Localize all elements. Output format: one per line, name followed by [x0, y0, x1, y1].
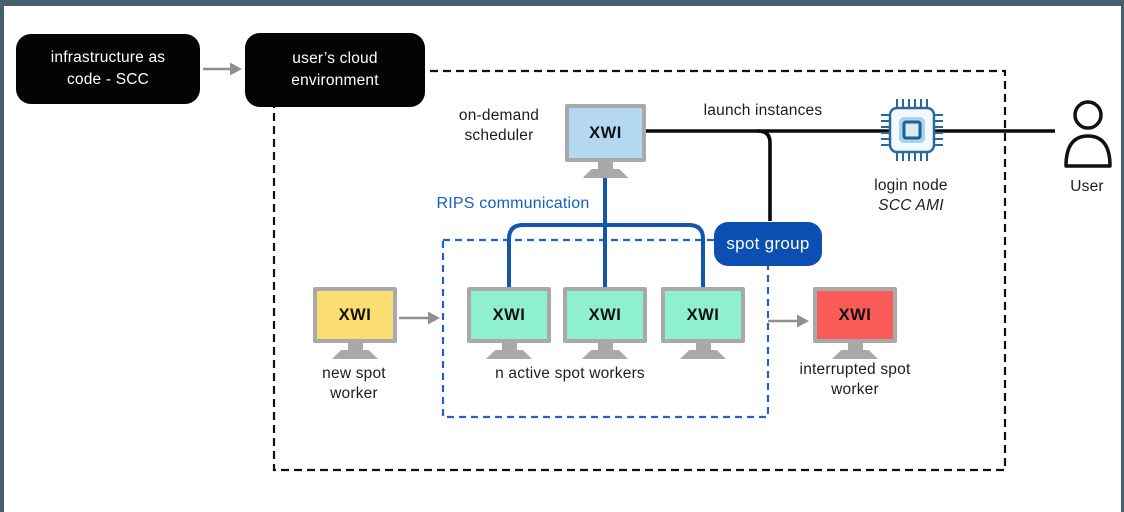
arrow-new-to-active-head — [428, 311, 440, 325]
interrupted-worker-screen: XWI — [813, 287, 897, 343]
scheduler-monitor-screen: XWI — [565, 104, 646, 162]
rips-communication-label: RIPS communication — [436, 195, 590, 212]
interrupted-worker-label-line1: interrupted spot — [799, 361, 911, 378]
monitor-stand — [347, 343, 363, 350]
active-worker-screen-1: XWI — [467, 287, 551, 343]
login-node-label-line1: login node — [874, 177, 948, 194]
interrupted-worker-label: interrupted spot worker — [775, 360, 935, 401]
user-icon — [1064, 100, 1112, 168]
monitor-stand-base — [582, 350, 628, 359]
node-iac-line2: code - SCC — [66, 71, 150, 88]
arrow-active-to-interrupted-head — [797, 314, 809, 328]
scheduler-monitor: XWI — [565, 104, 646, 178]
window-edge-left — [0, 0, 4, 512]
monitor-stand-base — [486, 350, 532, 359]
monitor-stand-base — [680, 350, 726, 359]
login-node-ami-label: SCC AMI — [878, 197, 944, 215]
monitor-stand-base — [582, 169, 629, 178]
interrupted-worker-monitor: XWI — [813, 287, 897, 359]
node-cloud-line2: environment — [291, 72, 379, 89]
launch-instances-label: launch instances — [703, 102, 823, 119]
monitor-stand — [847, 343, 863, 350]
active-worker-monitor-3: XWI — [661, 287, 745, 359]
active-worker-monitor-2: XWI — [563, 287, 647, 359]
window-edge-top — [0, 0, 1124, 6]
new-worker-screen: XWI — [313, 287, 397, 343]
connector-launch-to-spot-group — [757, 129, 772, 221]
monitor-stand — [598, 162, 613, 169]
active-worker-screen-3: XWI — [661, 287, 745, 343]
new-worker-monitor: XWI — [313, 287, 397, 359]
new-worker-label: new spot worker — [294, 364, 414, 405]
new-worker-label-line1: new spot — [322, 365, 386, 382]
cloud-environment-boundary — [272, 69, 1007, 472]
monitor-stand — [695, 343, 711, 350]
interrupted-worker-label-line2: worker — [831, 381, 879, 399]
user-label: User — [1070, 178, 1104, 195]
connector-rips-branches — [507, 223, 705, 290]
monitor-stand — [597, 343, 613, 350]
active-worker-monitor-1: XWI — [467, 287, 551, 359]
cpu-chip-icon — [881, 99, 943, 161]
spot-group-node: spot group — [714, 222, 822, 266]
scheduler-label: on-demand scheduler — [436, 106, 562, 147]
scheduler-label-line2: scheduler — [464, 127, 534, 145]
node-users-cloud-environment: user’s cloud environment — [245, 33, 425, 107]
new-worker-label-line2: worker — [330, 385, 378, 403]
monitor-stand-base — [832, 350, 878, 359]
monitor-stand-base — [332, 350, 378, 359]
active-workers-label: n active spot workers — [495, 365, 645, 382]
node-infrastructure-as-code: infrastructure as code - SCC — [16, 34, 200, 104]
active-worker-screen-2: XWI — [563, 287, 647, 343]
scheduler-label-line1: on-demand — [458, 107, 540, 124]
arrow-iac-to-cloud-head — [230, 62, 242, 76]
node-cloud-line1: user’s cloud — [292, 50, 378, 67]
monitor-stand — [501, 343, 517, 350]
node-iac-line1: infrastructure as — [50, 49, 166, 66]
window-edge-right — [1121, 0, 1124, 512]
login-node-label: login node SCC AMI — [841, 176, 981, 217]
